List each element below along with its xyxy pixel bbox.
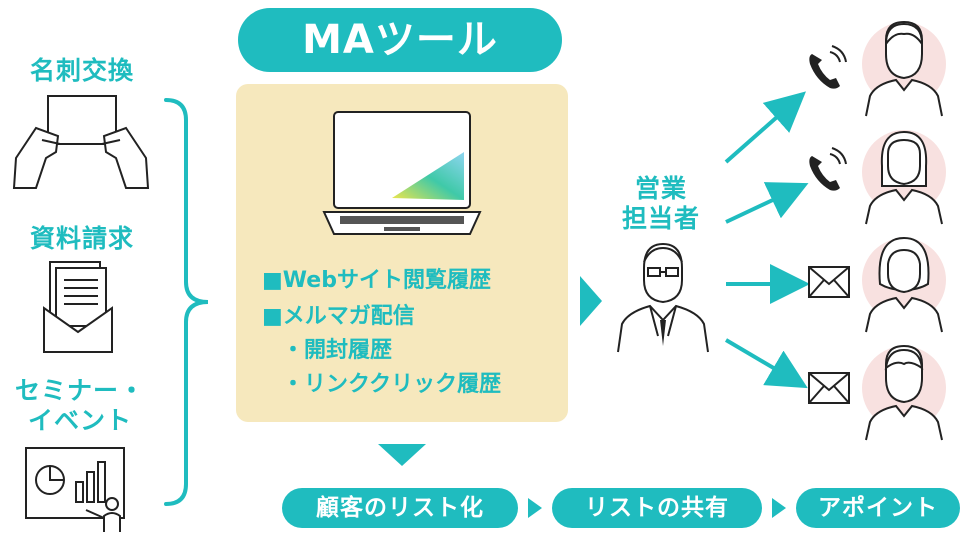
phone-icon [809,45,847,89]
source-label-document-request: 資料請求 [29,224,134,253]
customer-avatar [862,130,946,225]
flow-step-appointment: アポイント [796,488,960,528]
history-item: ・開封履歴 [282,338,393,363]
laptop-icon [322,111,482,235]
ma-tool-title: MAツール [238,8,562,72]
sales-rep-avatar [617,242,709,353]
chevron-right-icon [772,498,786,518]
source-label-business-card: 名刺交換 [29,56,134,85]
document-request-icon [43,261,113,353]
mail-icon [808,372,850,404]
source-label-seminar-event: セミナー・ イベント [14,376,145,435]
sales-rep-label: 営業 担当者 [621,174,700,233]
phone-icon [809,147,847,191]
customer-avatar [862,236,946,333]
down-arrow-icon [378,444,426,466]
chevron-right-icon [528,498,542,518]
flow-step-list-sharing: リストの共有 [552,488,762,528]
seminar-icon [25,447,125,532]
history-item: ■メルマガ配信 [262,304,415,329]
right-arrow-icon [580,276,602,326]
customer-avatar [862,344,946,441]
customer-avatar [862,20,946,117]
mail-icon [808,266,850,298]
history-item: ・リンククリック履歴 [282,372,502,397]
business-card-icon [12,95,150,189]
history-item: ■Webサイト閲覧履歴 [262,268,491,293]
flow-step-list-creation: 顧客のリスト化 [282,488,518,528]
contact-arrows [724,91,810,389]
grouping-brace [164,98,209,506]
